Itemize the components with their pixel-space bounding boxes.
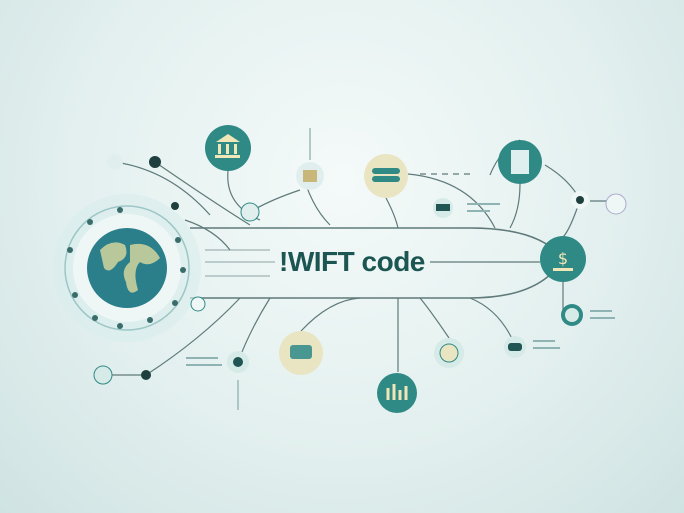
document-node[interactable] [279,331,323,375]
building-node[interactable] [498,140,542,184]
coin-icon [439,343,459,363]
document-icon [290,345,312,359]
diagram-title: !WIFT code [279,246,425,277]
small-nodes [93,154,627,385]
money-node[interactable] [364,154,408,198]
globe-node[interactable] [53,194,201,342]
bank-icon [215,134,240,158]
chart-node[interactable] [377,373,417,413]
connection-lines [110,128,612,410]
coin-node[interactable] [434,338,464,368]
card-icon [508,343,522,351]
label-placeholders [186,203,615,366]
money-stack-icon [372,168,400,174]
building-icon [511,150,529,174]
chart-icon [386,384,408,400]
dollar-hand-icon: $ [558,249,568,268]
user-icon [233,357,243,367]
dollar-node[interactable]: $ [540,236,586,282]
bank-node[interactable] [205,125,251,171]
